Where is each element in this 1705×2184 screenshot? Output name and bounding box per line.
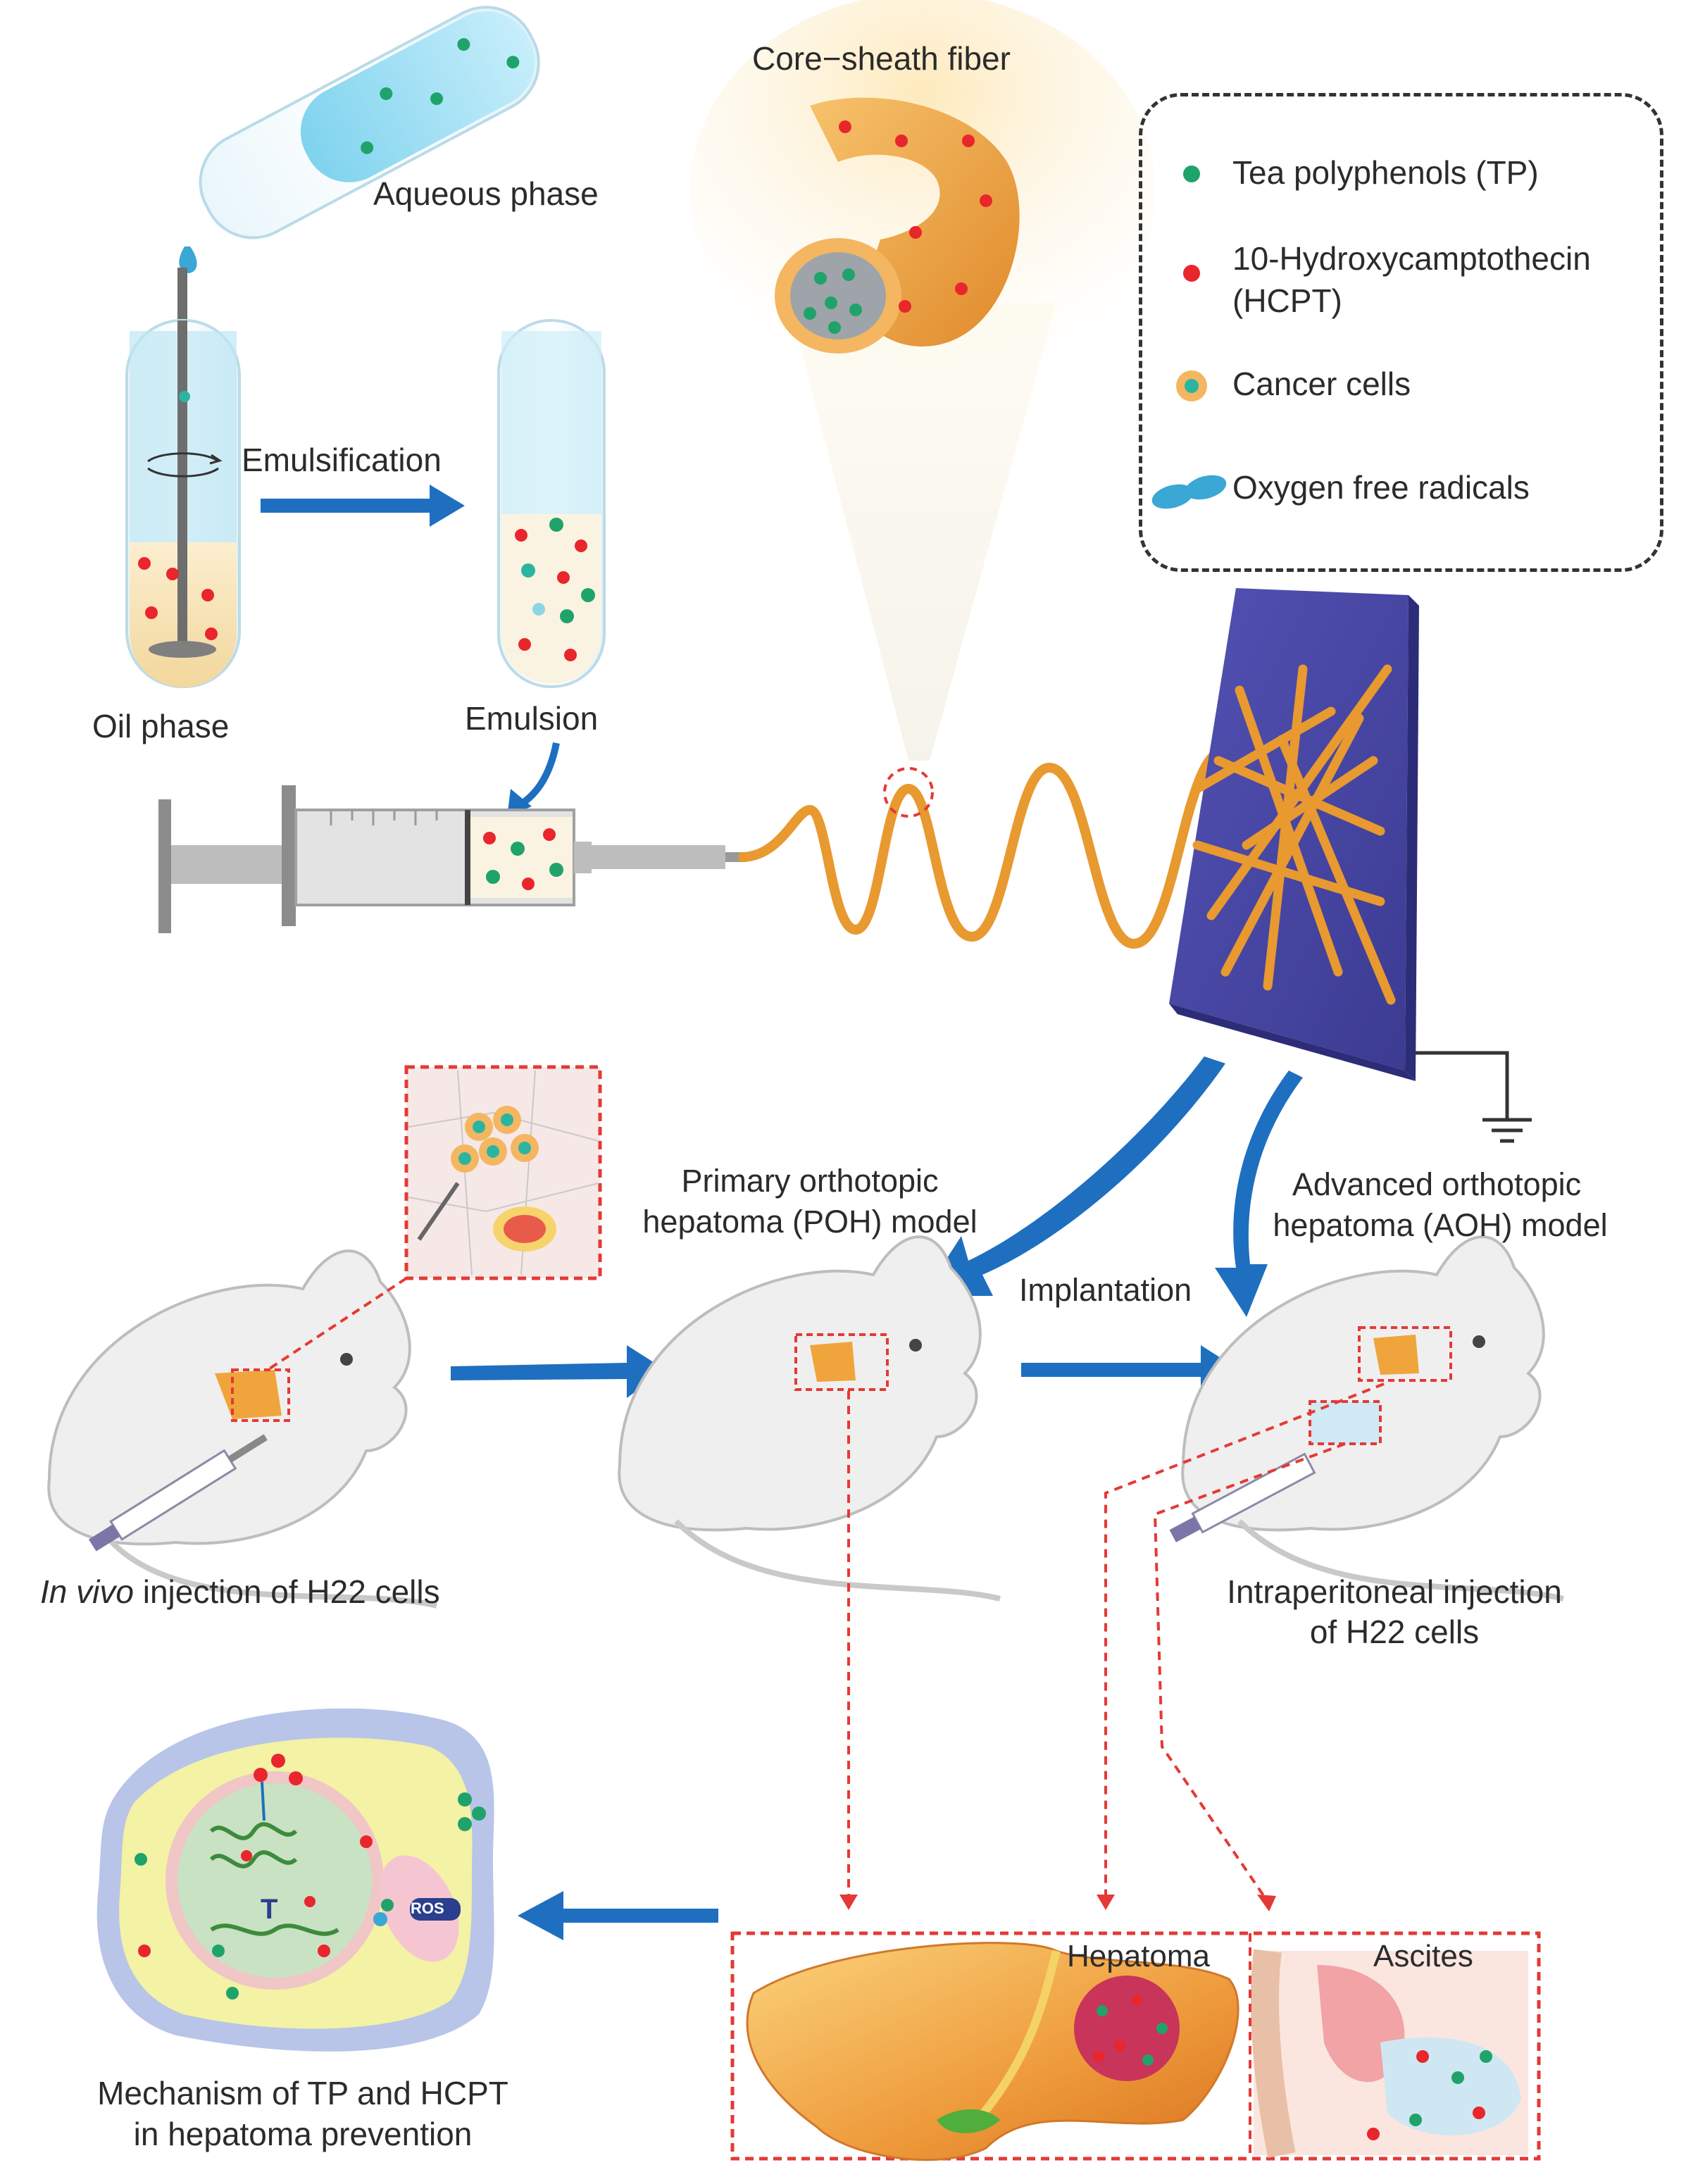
organ-panel bbox=[730, 1931, 1541, 2161]
aoh-label-line1: Advanced orthotopic bbox=[1292, 1166, 1582, 1202]
oil-phase-tube bbox=[125, 319, 241, 688]
legend-box bbox=[1139, 93, 1663, 572]
aoh-label-line2: hepatoma (AOH) model bbox=[1273, 1207, 1608, 1243]
legend-hcpt-abbrev: (HCPT) bbox=[1232, 282, 1342, 319]
legend-hcpt-label: 10-Hydroxycamptothecin bbox=[1232, 240, 1591, 277]
connector-arrowheads bbox=[839, 1895, 1276, 1911]
syringe bbox=[158, 785, 747, 933]
in-vivo-italic: In vivo bbox=[40, 1573, 134, 1610]
hepatoma-label: Hepatoma bbox=[1067, 1939, 1211, 1973]
emulsion-tube bbox=[497, 319, 606, 688]
cancer-cell-icon bbox=[1176, 370, 1207, 401]
progression-arrows bbox=[451, 1345, 1239, 1398]
poh-label-line2: hepatoma (POH) model bbox=[642, 1204, 978, 1240]
oxygen-radical-icon bbox=[1151, 475, 1227, 509]
liver-illustration bbox=[746, 1942, 1239, 2161]
magnification-beam bbox=[789, 303, 1056, 761]
aqueous-phase-tube bbox=[179, 6, 540, 273]
ground-symbol bbox=[1416, 1051, 1532, 1143]
legend-cancer-cells-label: Cancer cells bbox=[1232, 366, 1411, 402]
in-vivo-rest: injection of H22 cells bbox=[133, 1573, 440, 1610]
red-dashed-connectors bbox=[847, 1383, 1385, 1903]
ascites-illustration bbox=[1251, 1949, 1528, 2158]
tissue-inset bbox=[404, 1065, 602, 1280]
in-vivo-label: In vivo injection of H22 cells bbox=[40, 1573, 440, 1611]
aqueous-phase-label: Aqueous phase bbox=[373, 175, 599, 212]
ascites-label: Ascites bbox=[1373, 1939, 1473, 1973]
mouse-poh bbox=[618, 1235, 1001, 1602]
mouse-aoh bbox=[1169, 1235, 1564, 1602]
oil-phase-label: Oil phase bbox=[92, 708, 230, 744]
poh-label-line1: Primary orthotopic bbox=[681, 1163, 939, 1199]
legend-oxygen-radicals-label: Oxygen free radicals bbox=[1232, 469, 1530, 506]
magnify-circle bbox=[883, 767, 934, 818]
implantation-label: Implantation bbox=[1019, 1272, 1192, 1308]
red-dot-icon bbox=[1183, 265, 1200, 282]
emulsion-to-syringe-arrow bbox=[516, 742, 560, 810]
cell-mechanism bbox=[96, 1708, 494, 2052]
mechanism-arrow bbox=[518, 1891, 718, 1940]
ip-injection-line2: of H22 cells bbox=[1309, 1614, 1480, 1650]
mechanism-caption-line1: Mechanism of TP and HCPT bbox=[97, 2075, 508, 2111]
collector-plate bbox=[1169, 588, 1419, 1081]
emulsion-label: Emulsion bbox=[465, 700, 599, 737]
legend-tp-label: Tea polyphenols (TP) bbox=[1232, 154, 1539, 191]
ros-label: ROS bbox=[411, 1899, 444, 1917]
t-mark-label: T bbox=[261, 1894, 278, 1925]
mouse-in-vivo bbox=[47, 1249, 437, 1609]
core-sheath-fiber-label: Core−sheath fiber bbox=[752, 40, 1011, 77]
legend-icons bbox=[1151, 166, 1227, 509]
ip-injection-line1: Intraperitoneal injection bbox=[1227, 1573, 1562, 1610]
green-dot-icon bbox=[1183, 166, 1200, 182]
emulsification-label: Emulsification bbox=[242, 442, 442, 478]
mechanism-caption-line2: in hepatoma prevention bbox=[133, 2116, 473, 2152]
core-sheath-fiber bbox=[775, 97, 1020, 354]
emulsification-arrow bbox=[261, 485, 465, 527]
